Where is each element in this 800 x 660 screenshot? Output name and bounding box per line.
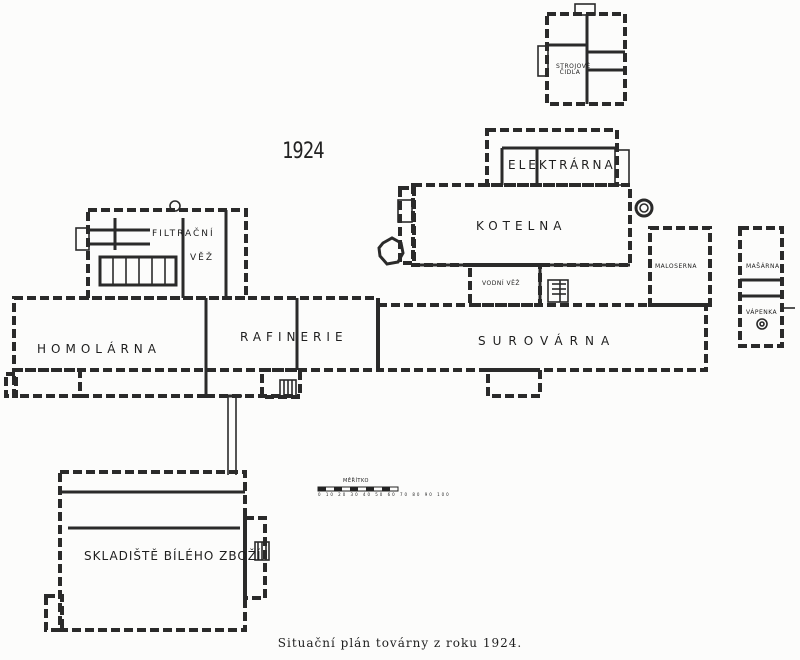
building-skladiste xyxy=(44,470,270,632)
label-skladiste: SKLADIŠTĚ BÍLÉHO ZBOŽÍ xyxy=(84,549,262,563)
round-tank-inner xyxy=(639,203,649,213)
building-kotelna xyxy=(397,183,632,267)
building-masarna-vapenka xyxy=(738,226,795,348)
building-filtracni-vez xyxy=(75,200,248,300)
label-strojove-cidla: STROJOVÉ ČIDLA xyxy=(556,63,591,76)
label-maloserna: MALOSERNA xyxy=(655,263,697,270)
plan-year: 1924 xyxy=(282,139,324,164)
building-vodni-vez xyxy=(468,263,569,307)
label-vodni-vez: VODNÍ VĚŽ xyxy=(482,280,521,287)
label-vapenka: VÁPENKA xyxy=(746,309,778,316)
round-tank xyxy=(634,198,654,218)
building-main-hall xyxy=(4,296,708,399)
building-strojove-cidla xyxy=(537,3,627,106)
label-kotelna: KOTELNA xyxy=(476,219,567,233)
building-maloserna xyxy=(648,226,712,307)
label-vez: VĚŽ xyxy=(190,253,215,263)
plan-caption: Situační plán továrny z roku 1924. xyxy=(277,636,523,650)
connector-bridge xyxy=(222,394,242,475)
octagon-tank xyxy=(377,236,405,266)
label-surovarna: SUROVÁRNA xyxy=(478,334,617,348)
label-rafinerie: RAFINERIE xyxy=(240,330,348,344)
label-filtracni: FILTRAČNÍ xyxy=(152,229,215,239)
scale-title: MĚŘÍTKO xyxy=(343,478,369,484)
label-homolarna: HOMOLÁRNA xyxy=(37,342,161,356)
scale-bar xyxy=(317,486,399,492)
label-masarna: MAŠÁRNA xyxy=(746,263,780,270)
label-elektrarna: ELEKTRÁRNA xyxy=(508,158,616,172)
scale-numbers: 0 10 20 30 40 50 60 70 80 90 100 xyxy=(318,492,451,497)
